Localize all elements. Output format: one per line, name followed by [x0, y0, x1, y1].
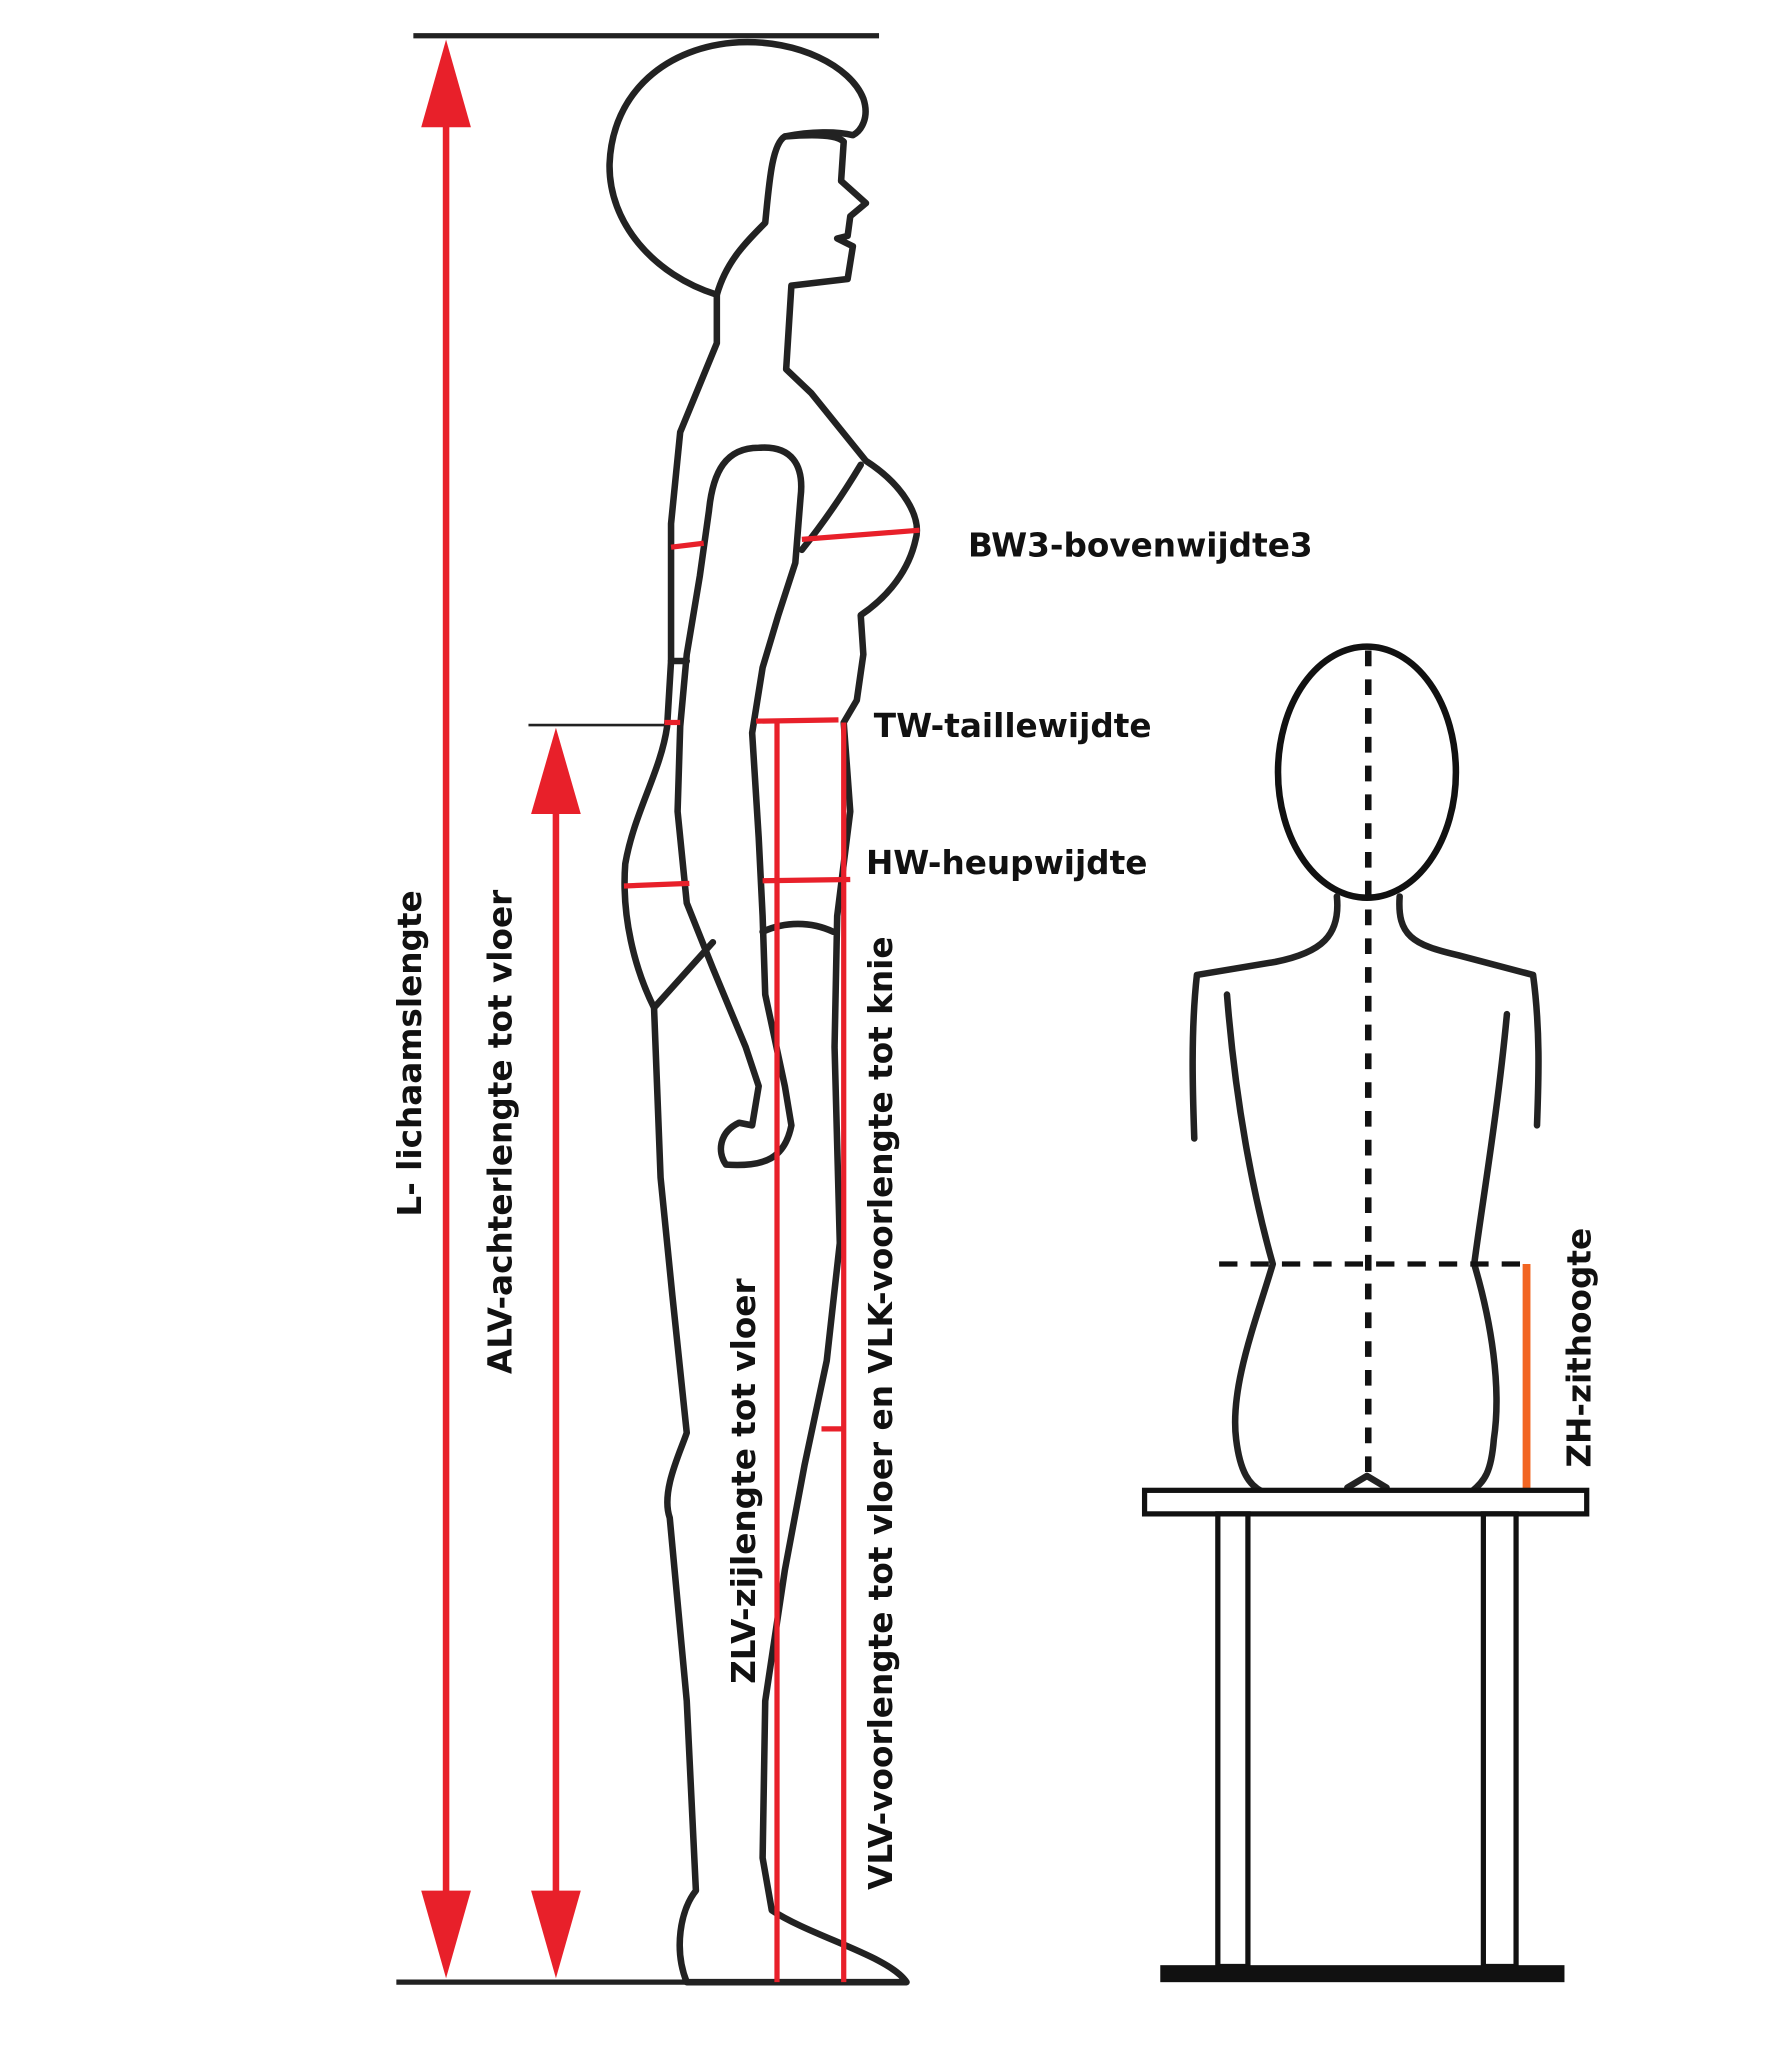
measurement-lines	[421, 39, 920, 1983]
label-front-length: VLV-voorlengte tot vloer en VLK-voorleng…	[862, 936, 900, 1889]
label-hip-width: HW-heupwijdte	[866, 844, 1147, 882]
label-bust-width: BW3-bovenwijdte3	[968, 526, 1313, 564]
label-seat-height: ZH-zithoogte	[1561, 1228, 1599, 1468]
arrowhead-down	[421, 1890, 471, 1979]
label-body-length: L- lichaamslengte	[391, 890, 429, 1216]
arrowhead-down	[531, 1890, 581, 1979]
label-back-length: ALV-achterlengte tot vloer	[481, 889, 519, 1374]
head	[1274, 643, 1460, 902]
bust-line-front	[801, 527, 920, 542]
arrowhead-up	[531, 727, 581, 815]
label-waist-width: TW-taillewijdte	[874, 707, 1152, 745]
stool	[1141, 1487, 1590, 1983]
label-side-length: ZLV-zijlengte tot vloer	[725, 1278, 763, 1684]
hip-line-back	[623, 880, 690, 889]
seated-figure	[1189, 643, 1542, 1495]
arrowhead-up	[421, 39, 471, 128]
standing-figure	[606, 38, 921, 1986]
waist-line-front	[756, 717, 839, 724]
bust-line-back	[670, 540, 705, 550]
